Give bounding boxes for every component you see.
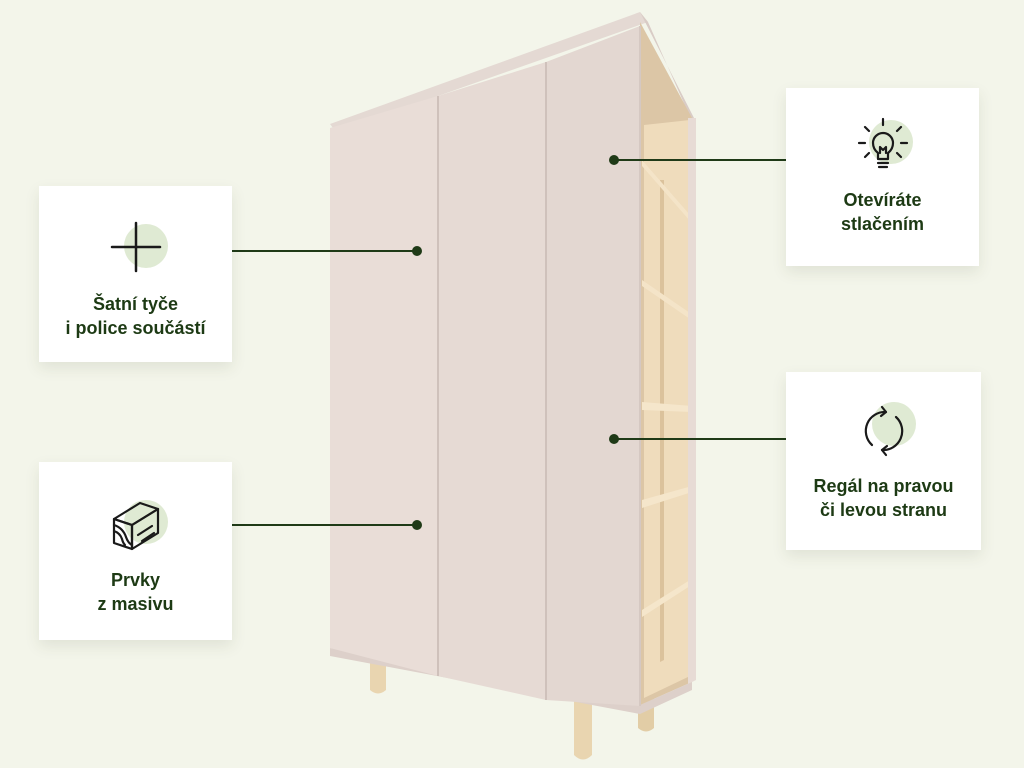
feature-card-push: Otevíráte stlačením: [786, 88, 979, 266]
leader-line-solid: [210, 524, 417, 526]
hotspot-shelf[interactable]: [609, 434, 619, 444]
plus-icon: [110, 221, 161, 273]
leader-line-shelf: [614, 438, 810, 440]
leader-line-rods: [210, 250, 417, 252]
hotspot-rods[interactable]: [412, 246, 422, 256]
hotspot-push[interactable]: [609, 155, 619, 165]
leader-line-push: [614, 159, 810, 161]
feature-label-rods: Šatní tyče i police součástí: [65, 294, 206, 338]
feature-card-solid: Prvky z masivu: [39, 462, 232, 640]
feature-label-shelf: Regál na pravou či levou stranu: [813, 476, 954, 520]
feature-card-rods: Šatní tyče i police součástí: [39, 186, 232, 362]
lightbulb-icon: [857, 117, 908, 169]
wood-beam-icon: [112, 501, 159, 551]
feature-label-solid: Prvky z masivu: [97, 570, 174, 614]
hotspot-solid[interactable]: [412, 520, 422, 530]
rotate-arrows-icon: [864, 405, 903, 457]
feature-card-shelf: Regál na pravou či levou stranu: [786, 372, 981, 550]
feature-label-push: Otevíráte stlačením: [840, 190, 925, 234]
